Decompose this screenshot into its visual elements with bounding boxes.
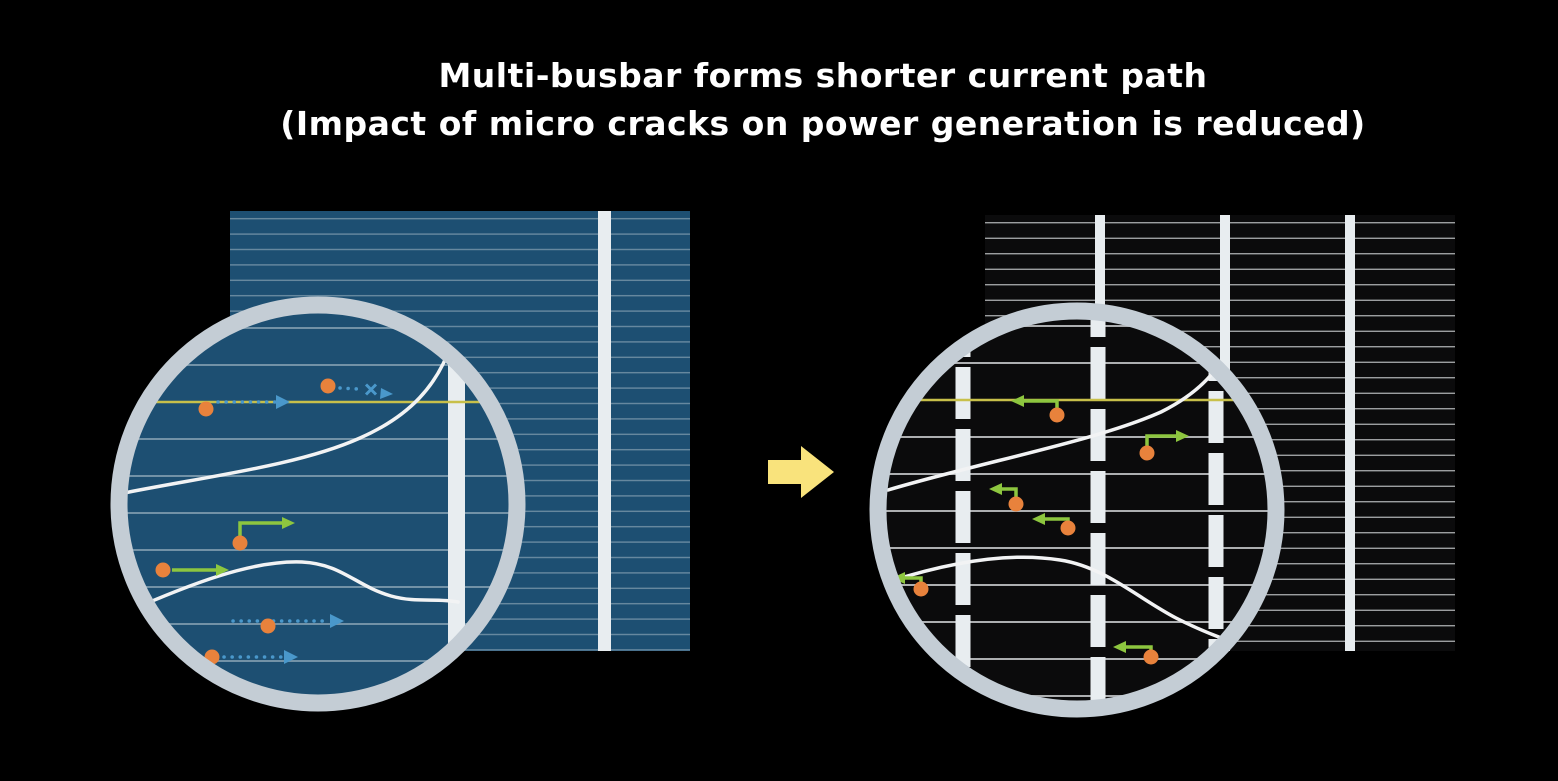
- electron-dot-icon: [155, 562, 171, 578]
- right-magnifier: [869, 302, 1285, 718]
- current-path-green-arrowhead-icon: [282, 517, 295, 529]
- electron-dot-icon: [1049, 407, 1065, 423]
- title-line-2: (Impact of micro cracks on power generat…: [280, 104, 1366, 143]
- current-path-green-arrowhead-icon: [216, 564, 229, 576]
- current-path-blue-arrowhead-icon: [276, 395, 290, 409]
- electron-dot-icon: [320, 378, 336, 394]
- micro-crack-line: [886, 555, 1246, 648]
- current-path-green-arrowhead-icon: [989, 483, 1002, 495]
- current-path-blue-arrowhead-icon: [284, 650, 298, 664]
- electron-dot-icon: [1143, 649, 1159, 665]
- magnifier-ring-icon: [110, 296, 526, 712]
- title-line-1: Multi-busbar forms shorter current path: [438, 56, 1208, 95]
- current-path-green-arrowhead-icon: [1176, 430, 1189, 442]
- electron-dot-icon: [232, 535, 248, 551]
- electron-dot-icon: [260, 618, 276, 634]
- left-magnifier: [110, 296, 526, 712]
- current-path-green-icon: [238, 521, 282, 538]
- left-zoom-finger-lines: [127, 313, 509, 695]
- electron-dot-icon: [198, 401, 214, 417]
- electron-dot-icon: [1060, 520, 1076, 536]
- micro-crack-line: [127, 340, 454, 495]
- transition-arrow-icon: [768, 446, 834, 498]
- micro-crack-line: [127, 560, 460, 616]
- magnifier-ring-icon: [869, 302, 1285, 718]
- left-cell-busbar: [598, 211, 611, 651]
- current-path-green-arrowhead-icon: [1113, 641, 1126, 653]
- blocked-path-x-icon: [364, 383, 378, 396]
- electron-dot-icon: [913, 581, 929, 597]
- current-path-green-arrowhead-icon: [1011, 395, 1024, 407]
- current-path-blue-arrowhead-icon: [380, 388, 393, 399]
- current-path-green-icon: [1145, 434, 1176, 448]
- right-magnifier-view: [886, 319, 1268, 701]
- electron-dot-icon: [1139, 445, 1155, 461]
- left-magnifier-view: [127, 313, 509, 695]
- diagram-title: Multi-busbar forms shorter current path …: [88, 52, 1558, 148]
- current-path-green-arrowhead-icon: [1032, 513, 1045, 525]
- right-cell-busbar-3: [1345, 215, 1355, 651]
- current-path-blue-icon: [338, 386, 360, 391]
- current-path-green-icon: [1024, 399, 1059, 410]
- current-path-blue-arrowhead-icon: [330, 614, 344, 628]
- electron-dot-icon: [1008, 496, 1024, 512]
- current-path-green-icon: [1002, 487, 1018, 499]
